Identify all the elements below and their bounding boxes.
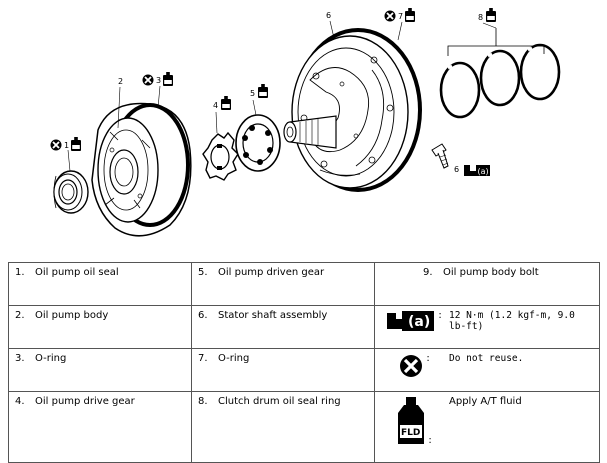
svg-text:FLD: FLD bbox=[401, 428, 420, 438]
legend-cell-part-6: 6.Stator shaft assembly bbox=[191, 305, 375, 349]
svg-text:4: 4 bbox=[213, 101, 218, 110]
callout-5: 5 bbox=[250, 84, 268, 116]
clutch-drum-oil-seal-rings bbox=[439, 28, 561, 119]
svg-text:6: 6 bbox=[326, 11, 331, 20]
legend-cell-part-7: 7.O-ring bbox=[191, 348, 375, 392]
oil-pump-drive-gear bbox=[202, 131, 239, 181]
svg-text:1: 1 bbox=[64, 141, 69, 150]
parts-legend-table: 1.Oil pump oil seal 5.Oil pump driven ge… bbox=[8, 262, 600, 463]
legend-row: 3.O-ring 7.O-ring : Do not reuse. bbox=[8, 348, 600, 392]
legend-cell-part-1: 1.Oil pump oil seal bbox=[8, 262, 192, 306]
callout-6: 6 bbox=[326, 11, 335, 39]
svg-text:6: 6 bbox=[454, 165, 459, 174]
svg-text:2: 2 bbox=[118, 77, 123, 86]
callout-2: 2 bbox=[117, 77, 123, 129]
legend-row: 1.Oil pump oil seal 5.Oil pump driven ge… bbox=[8, 262, 600, 306]
legend-cell-part-8: 8.Clutch drum oil seal ring bbox=[191, 391, 375, 463]
oil-pump-body bbox=[91, 102, 192, 237]
callout-8: 8 bbox=[478, 8, 497, 29]
oil-pump-oil-seal bbox=[53, 170, 89, 214]
svg-text:(a): (a) bbox=[478, 167, 489, 176]
legend-cell-part-2: 2.Oil pump body bbox=[8, 305, 192, 349]
svg-text:3: 3 bbox=[156, 76, 161, 85]
callout-7: 7 bbox=[383, 8, 415, 41]
tighten-torque-icon: (a) bbox=[464, 165, 490, 176]
do-not-reuse-icon bbox=[400, 355, 423, 377]
legend-cell-atf: FLD : Apply A/T fluid bbox=[374, 391, 600, 463]
callout-3: 3 bbox=[141, 72, 173, 109]
tighten-torque-icon: (a) bbox=[387, 311, 435, 331]
callout-1: 1 bbox=[49, 137, 81, 172]
svg-text:5: 5 bbox=[250, 89, 255, 98]
callout-4: 4 bbox=[213, 96, 231, 134]
legend-row: 4.Oil pump drive gear 8.Clutch drum oil … bbox=[8, 391, 600, 463]
legend-row: 2.Oil pump body 6.Stator shaft assembly … bbox=[8, 305, 600, 349]
svg-text:8: 8 bbox=[478, 13, 483, 22]
legend-cell-torque: (a) : 12 N·m (1.2 kgf-m, 9.0 lb-ft) bbox=[374, 305, 600, 349]
legend-cell-part-5: 5.Oil pump driven gear bbox=[191, 262, 375, 306]
atf-bottle-icon: FLD bbox=[398, 397, 425, 444]
exploded-view-diagram: 1 2 3 4 bbox=[49, 8, 561, 237]
legend-cell-part-3: 3.O-ring bbox=[8, 348, 192, 392]
svg-text:(a): (a) bbox=[408, 314, 430, 330]
stator-shaft-assembly bbox=[283, 28, 422, 192]
callout-9-torque: 6 (a) bbox=[454, 165, 490, 176]
svg-text:7: 7 bbox=[398, 12, 403, 21]
legend-cell-part-4: 4.Oil pump drive gear bbox=[8, 391, 192, 463]
legend-cell-part-9: 9.Oil pump body bolt bbox=[374, 262, 600, 306]
legend-cell-do-not-reuse: : Do not reuse. bbox=[374, 348, 600, 392]
oil-pump-driven-gear bbox=[235, 114, 281, 172]
oil-pump-body-bolt bbox=[431, 143, 449, 169]
